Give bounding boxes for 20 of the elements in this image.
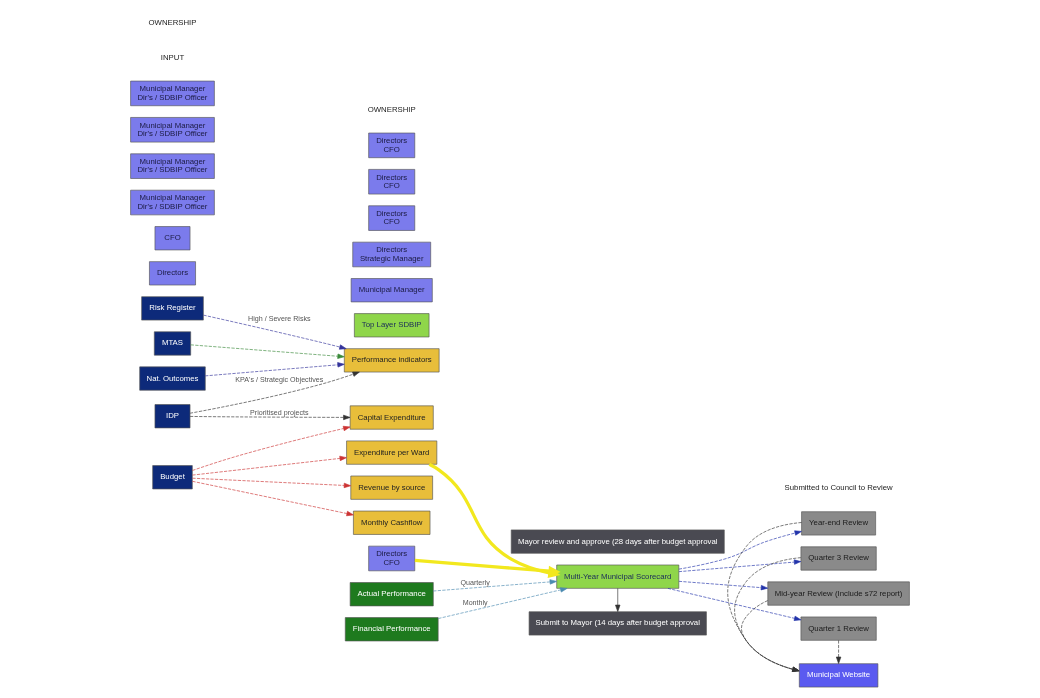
- arrow: [190, 344, 345, 359]
- arrow: [836, 640, 842, 664]
- arrow: [734, 557, 802, 672]
- arrow: [192, 477, 351, 489]
- arrow: [727, 522, 802, 672]
- arrow: [678, 559, 802, 572]
- arrow: [678, 581, 768, 591]
- arrow: [203, 314, 347, 350]
- arrow: [189, 371, 360, 414]
- arrow: [189, 414, 351, 420]
- arrow: [192, 481, 354, 517]
- arrow: [433, 579, 557, 592]
- arrow: [204, 362, 345, 377]
- arrow: [741, 600, 800, 672]
- arrow: [678, 530, 802, 570]
- arrow: [192, 425, 351, 471]
- arrow: [667, 588, 802, 621]
- arrow: [438, 587, 568, 619]
- arrow: [615, 588, 621, 612]
- arrow: [192, 455, 347, 476]
